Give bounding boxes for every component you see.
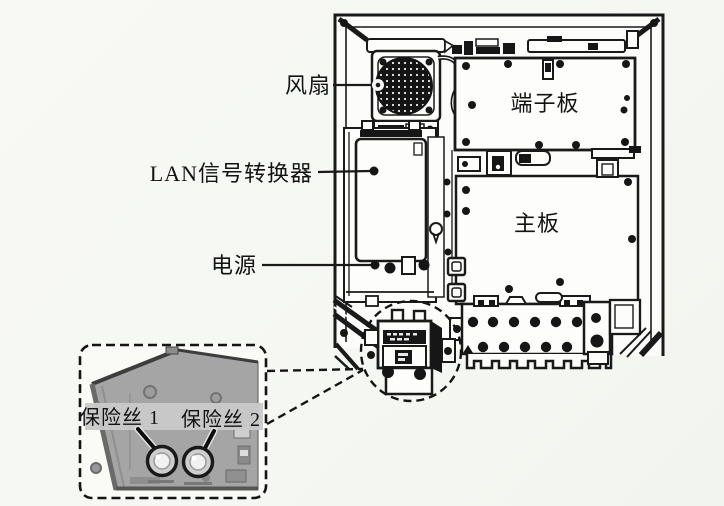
lan-converter-label: LAN信号转换器	[150, 161, 313, 186]
lan-converter	[343, 120, 453, 303]
castellated-edge	[465, 354, 613, 370]
main-board-screws	[462, 178, 636, 293]
fuse-block-print	[387, 333, 417, 341]
power-supply-area	[346, 256, 434, 307]
terminal-strip	[446, 256, 642, 370]
fuse-1	[145, 444, 179, 478]
inset-connector-line-top	[266, 367, 364, 373]
fuse2-label: 保险丝 2	[181, 408, 261, 431]
lan-converter-box	[354, 137, 428, 263]
fan-label: 风扇	[285, 73, 331, 98]
corner-foot-bl	[334, 342, 360, 371]
terminal-board-screws	[462, 60, 630, 149]
fan-grille	[375, 57, 433, 115]
main-board: 主板	[454, 174, 640, 306]
inset-label-band	[85, 403, 263, 430]
board-connectors	[457, 146, 641, 178]
power-label: 电源	[211, 253, 257, 278]
inset-connector-line-bottom	[266, 368, 364, 426]
callout-labels: 风扇 LAN信号转换器 电源	[150, 73, 384, 278]
fuse-block	[359, 299, 463, 403]
main-board-label: 主板	[514, 211, 560, 236]
corner-hatch-br	[619, 327, 664, 358]
lan-leader-line	[317, 169, 372, 174]
fuse-inset: 保险丝 1 保险丝 2	[78, 343, 364, 500]
terminal-board-label: 端子板	[510, 91, 579, 116]
fuse-2	[181, 445, 215, 479]
detail-callout-circle	[359, 299, 463, 403]
keyhole-slot	[429, 222, 443, 236]
top-panel-parts	[366, 30, 639, 55]
fuse1-leader-line	[136, 427, 158, 452]
terminal-board: 端子板	[453, 56, 637, 152]
fuse1-label: 保险丝 1	[80, 406, 160, 429]
